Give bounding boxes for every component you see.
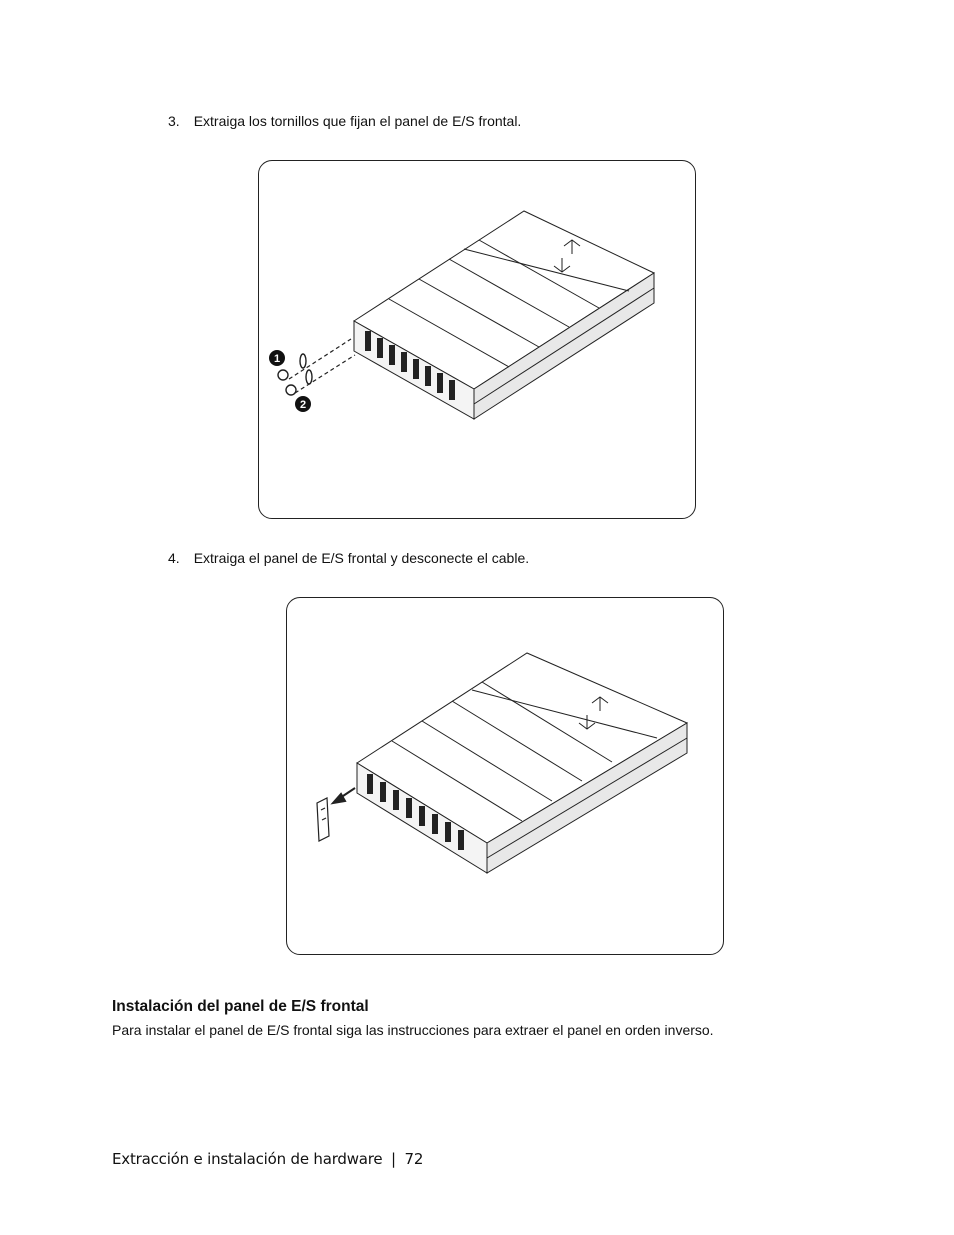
page-number: 72 — [404, 1150, 424, 1168]
step-3: 3. Extraiga los tornillos que fijan el p… — [168, 112, 521, 130]
section-heading: Instalación del panel de E/S frontal — [112, 998, 369, 1015]
figure-remove-screws: 1 2 — [258, 160, 696, 519]
callout-label: 1 — [274, 353, 280, 365]
server-chassis-illustration — [316, 652, 689, 874]
step-text: Extraiga el panel de E/S frontal y desco… — [193, 550, 530, 566]
io-panel — [316, 797, 330, 842]
callout-1: 1 — [269, 350, 285, 366]
footer-title: Extracción e instalación de hardware — [112, 1150, 383, 1168]
step-4: 4. Extraiga el panel de E/S frontal y de… — [168, 549, 529, 567]
callout-label: 2 — [300, 399, 306, 411]
server-chassis-illustration: 1 2 — [269, 210, 656, 420]
callout-2: 2 — [295, 396, 311, 412]
removal-arrow — [330, 787, 356, 805]
page-footer: Extracción e instalación de hardware | 7… — [112, 1149, 423, 1169]
step-number: 4. — [168, 550, 180, 566]
step-text: Extraiga los tornillos que fijan el pane… — [193, 113, 522, 129]
figure-remove-io-panel — [286, 597, 724, 955]
step-number: 3. — [168, 113, 180, 129]
footer-separator: | — [391, 1150, 396, 1168]
section-body: Para instalar el panel de E/S frontal si… — [112, 1022, 714, 1038]
